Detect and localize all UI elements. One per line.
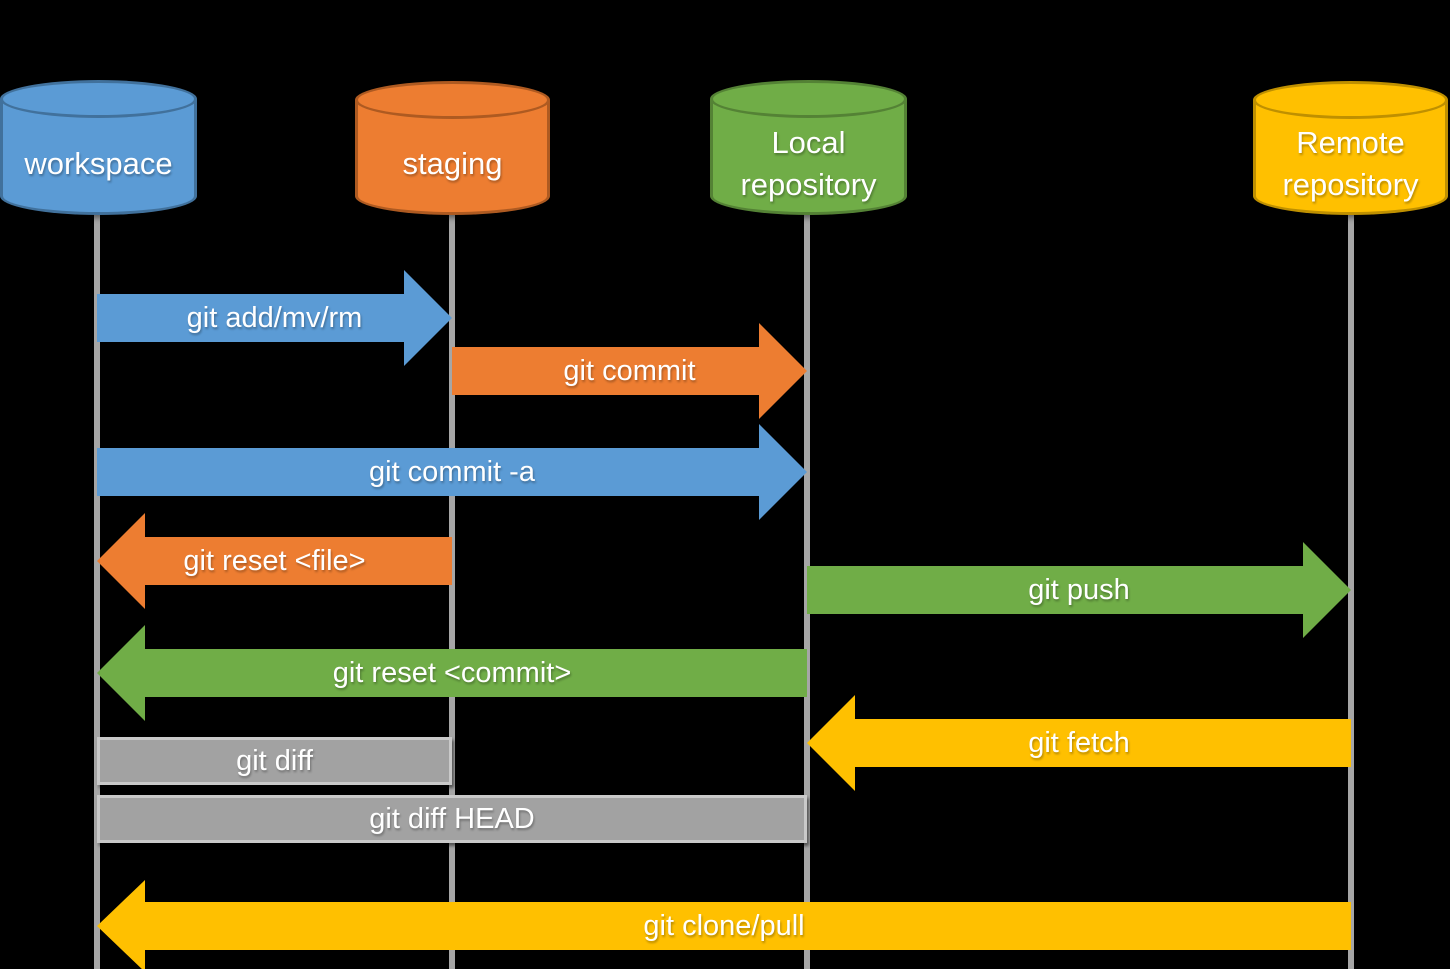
arrow-label: git push <box>1028 573 1130 606</box>
lifeline-workspace <box>94 211 100 969</box>
lifeline-staging <box>449 211 455 969</box>
bar-label: git diff <box>236 744 313 777</box>
cylinder-label-line: Local <box>771 124 846 160</box>
cylinder-label-line: staging <box>402 146 503 181</box>
bar-git-diff: git diff <box>97 737 452 785</box>
arrow-label: git clone/pull <box>643 909 805 942</box>
arrow-label: git add/mv/rm <box>186 301 363 334</box>
cylinder-workspace: workspace <box>0 80 197 215</box>
arrow-label: git reset <commit> <box>332 656 572 689</box>
cylinder-label: Remote repository <box>1253 119 1448 209</box>
bar-label: git diff HEAD <box>369 802 535 835</box>
cylinder-label-line: repository <box>1282 167 1419 202</box>
lifeline-remote-repository <box>1348 211 1354 969</box>
arrow-label: git commit <box>563 354 696 387</box>
cylinder-top-ellipse <box>355 81 550 119</box>
arrow-git-fetch: git fetch <box>807 695 1351 791</box>
arrow-git-reset-file: git reset <file> <box>97 513 452 609</box>
arrow-git-add-mv-rm: git add/mv/rm <box>97 270 452 366</box>
arrow-git-push: git push <box>807 542 1351 638</box>
cylinder-body <box>0 99 197 215</box>
arrow-label: git reset <file> <box>183 544 366 577</box>
cylinder-label-line: Remote <box>1296 125 1405 160</box>
cylinder-label: Local repository <box>710 118 907 209</box>
cylinder-label-line: workspace <box>24 145 173 181</box>
cylinder-top-ellipse <box>0 80 197 118</box>
bar-git-diff-head: git diff HEAD <box>97 795 807 843</box>
arrow-git-commit: git commit <box>452 323 807 419</box>
cylinder-staging: staging <box>355 81 550 215</box>
cylinder-body <box>1253 100 1448 215</box>
arrow-label: git commit -a <box>369 455 535 488</box>
cylinder-top-ellipse <box>1253 81 1448 119</box>
cylinder-remote-repository: Remote repository <box>1253 81 1448 215</box>
cylinder-label-line: repository <box>740 166 877 202</box>
cylinder-body <box>355 100 550 215</box>
cylinder-body <box>710 99 907 215</box>
cylinder-local-repository: Local repository <box>710 80 907 215</box>
arrow-label: git fetch <box>1028 726 1130 759</box>
arrow-git-clone-pull: git clone/pull <box>97 880 1351 969</box>
cylinder-label: workspace <box>0 118 197 209</box>
cylinder-top-ellipse <box>710 80 907 118</box>
cylinder-label: staging <box>355 119 550 209</box>
